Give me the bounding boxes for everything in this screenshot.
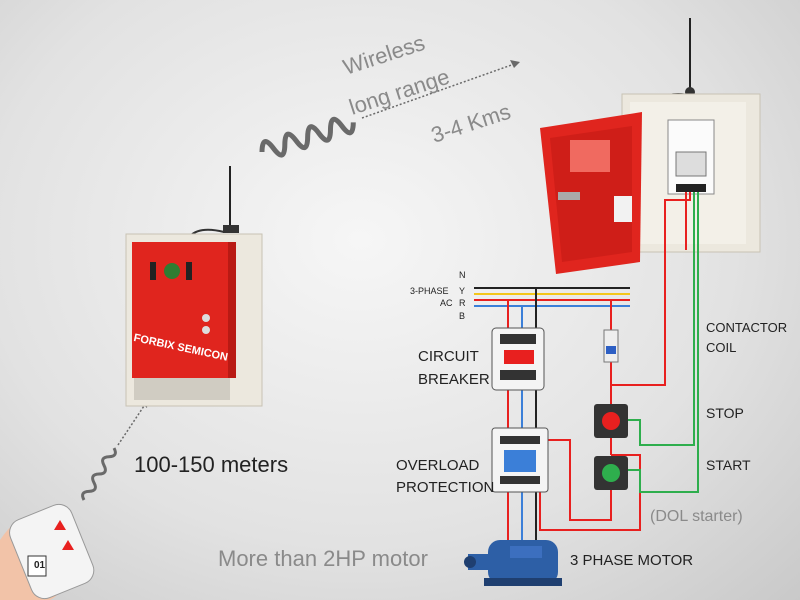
red-wires (507, 192, 691, 540)
wireless-signal-long (259, 60, 521, 158)
breaker-label: BREAKER (418, 371, 490, 388)
stop-push-button (594, 404, 628, 438)
overload-label: OVERLOAD (396, 457, 480, 474)
remote-control (0, 503, 95, 600)
dol-label: (DOL starter) (650, 508, 743, 525)
motor-caption: More than 2HP motor (218, 546, 428, 571)
start-push-button (594, 456, 628, 490)
contactor-label: CONTACTOR (706, 320, 788, 335)
supply-lines (474, 287, 630, 307)
receiver-box-closed (125, 166, 263, 407)
stop-label: STOP (706, 405, 744, 421)
short-range-label: 100-150 meters (134, 452, 289, 477)
supply-b-label: B (459, 311, 466, 321)
phase-wires (521, 288, 537, 540)
overload-relay (491, 427, 549, 493)
circuit-label: CIRCUIT (418, 348, 479, 365)
remote-display: 01 (34, 560, 46, 571)
three-phase-motor-icon (464, 540, 562, 586)
control-fuse (603, 329, 619, 363)
supply-n-label: N (459, 270, 466, 280)
coil-label: COIL (706, 340, 737, 355)
supply-r-label: R (459, 298, 466, 308)
supply-ac-label: AC (440, 298, 453, 308)
start-label: START (706, 457, 751, 473)
supply-phase-label: 3-PHASE (410, 286, 449, 296)
wireless-signal-short (81, 398, 149, 501)
protection-label: PROTECTION (396, 479, 495, 496)
motor-label: 3 PHASE MOTOR (570, 552, 694, 569)
green-wires (628, 192, 699, 493)
circuit-breaker (491, 327, 545, 391)
receiver-box-open (540, 18, 761, 274)
supply-y-label: Y (459, 286, 466, 296)
